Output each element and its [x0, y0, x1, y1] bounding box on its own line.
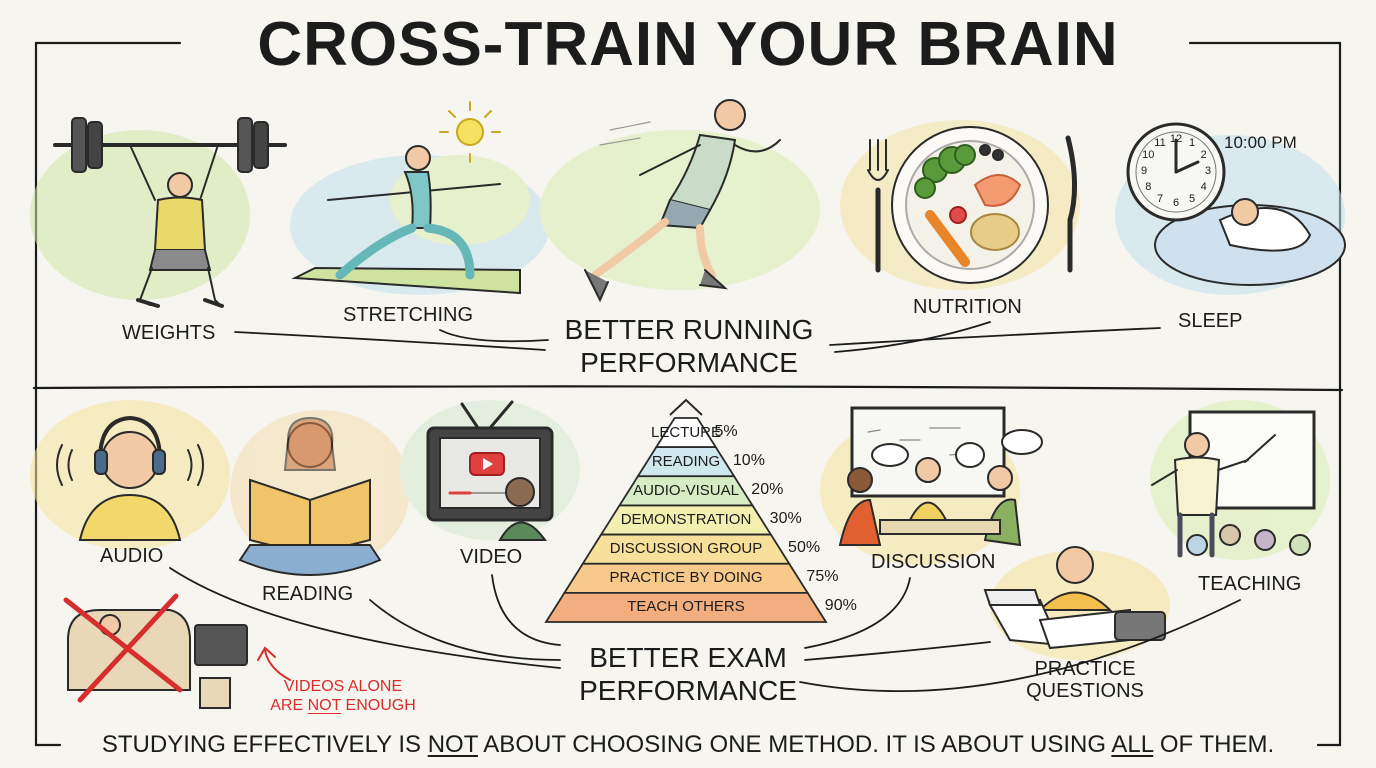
clock-numeral: 6	[1172, 197, 1180, 209]
running-goal-line2: PERFORMANCE	[580, 347, 798, 378]
pyramid-tier-label: TEACH OTHERS	[627, 598, 745, 616]
broccoli-icon	[914, 144, 976, 199]
running-goal: BETTER RUNNING PERFORMANCE	[534, 313, 844, 379]
weights-label: WEIGHTS	[122, 322, 216, 344]
pyramid-tier-label: DISCUSSION GROUP	[609, 540, 763, 558]
clock-numeral: 5	[1188, 192, 1196, 205]
pyramid-tier-percent: 75%	[806, 568, 839, 586]
clock-numeral: 8	[1145, 181, 1152, 193]
red-arrow-icon	[257, 646, 291, 681]
weightlifter-drawing	[53, 117, 287, 308]
clock-numeral: 12	[1169, 133, 1183, 145]
footer-message: STUDYING EFFECTIVELY IS NOT ABOUT CHOOSI…	[0, 733, 1376, 757]
connector-lines	[169, 321, 1241, 693]
footer-all: ALL	[1111, 731, 1154, 758]
tv-drawing	[426, 400, 554, 541]
exam-goal-line1: BETTER EXAM	[589, 642, 787, 673]
clock-numeral: 3	[1204, 165, 1212, 177]
pyramid-tier-label: DEMONSTRATION	[620, 511, 752, 528]
sleep-drawing	[1126, 122, 1346, 286]
running-goal-line1: BETTER RUNNING	[564, 314, 814, 345]
learning-pyramid	[544, 398, 828, 623]
reading-label: READING	[262, 583, 354, 605]
warning-line2-start: ARE	[270, 697, 308, 714]
clock-numeral: 10	[1142, 149, 1155, 161]
clock-time: 10:00 PM	[1224, 133, 1297, 152]
clock-numeral: 4	[1200, 181, 1207, 193]
stretching-label: STRETCHING	[343, 304, 473, 326]
exam-goal: BETTER EXAM PERFORMANCE	[548, 641, 828, 707]
reader-drawing	[238, 416, 382, 576]
warning-line2-end: ENOUGH	[341, 697, 416, 714]
speech-bubble-icon	[871, 429, 1043, 468]
exam-goal-line2: PERFORMANCE	[579, 675, 797, 706]
clock-numeral: 2	[1200, 149, 1207, 161]
pyramid-tier-percent: 50%	[788, 539, 821, 557]
warning-not: NOT	[307, 697, 342, 714]
pyramid-tier-label: READING	[651, 452, 721, 470]
pyramid-apex	[669, 398, 703, 416]
clock-numeral: 9	[1140, 165, 1148, 177]
runner-drawing	[584, 99, 781, 303]
audio-label: AUDIO	[100, 545, 164, 567]
pyramid-tier-percent: 20%	[751, 480, 784, 498]
pyramid-tier-percent: 10%	[732, 451, 765, 469]
pyramid-tier-label: LECTURE	[650, 423, 721, 441]
footer-not: NOT	[427, 731, 478, 758]
frame	[32, 41, 1344, 747]
yoga-drawing	[291, 101, 521, 295]
practice-label-line2: QUESTIONS	[1026, 680, 1144, 702]
discussion-group-drawing	[838, 406, 1043, 547]
page-title: CROSS-TRAIN YOUR BRAIN	[257, 10, 1119, 79]
teaching-label: TEACHING	[1198, 573, 1302, 595]
practice-label-line1: PRACTICE	[1034, 658, 1136, 680]
clock-numeral: 1	[1188, 137, 1196, 150]
footer-part1: STUDYING EFFECTIVELY IS	[101, 731, 428, 758]
footer-part3: OF THEM.	[1153, 731, 1275, 758]
discussion-label: DISCUSSION	[871, 551, 996, 573]
clock-numeral: 11	[1154, 137, 1166, 150]
video-warning: VIDEOS ALONE ARE NOT ENOUGH	[258, 677, 428, 715]
pyramid-tier-label: PRACTICE BY DOING	[609, 569, 763, 587]
pyramid-tier-percent: 5%	[714, 422, 738, 440]
warning-line2: ARE NOT ENOUGH	[258, 696, 428, 715]
warning-line1: VIDEOS ALONE	[283, 678, 403, 695]
pyramid-tier-label: AUDIO-VISUAL	[633, 481, 739, 499]
teacher-drawing	[1151, 410, 1316, 558]
video-label: VIDEO	[460, 546, 523, 568]
footer-part2: ABOUT CHOOSING ONE METHOD. IT IS ABOUT U…	[477, 731, 1112, 758]
pyramid-tier	[544, 591, 828, 623]
practice-student-drawing	[983, 546, 1166, 650]
clock-numeral: 7	[1156, 192, 1164, 205]
pyramid-tier-percent: 30%	[769, 510, 802, 527]
sleep-label: SLEEP	[1178, 310, 1243, 332]
play-button-icon	[469, 452, 505, 476]
pyramid-tier-percent: 90%	[824, 597, 857, 615]
nutrition-plate-drawing	[867, 126, 1077, 284]
practice-questions-label: PRACTICE QUESTIONS	[1020, 658, 1150, 702]
nutrition-label: NUTRITION	[913, 296, 1022, 318]
cross-out-icon	[63, 593, 183, 703]
audio-listener-drawing	[56, 415, 204, 541]
